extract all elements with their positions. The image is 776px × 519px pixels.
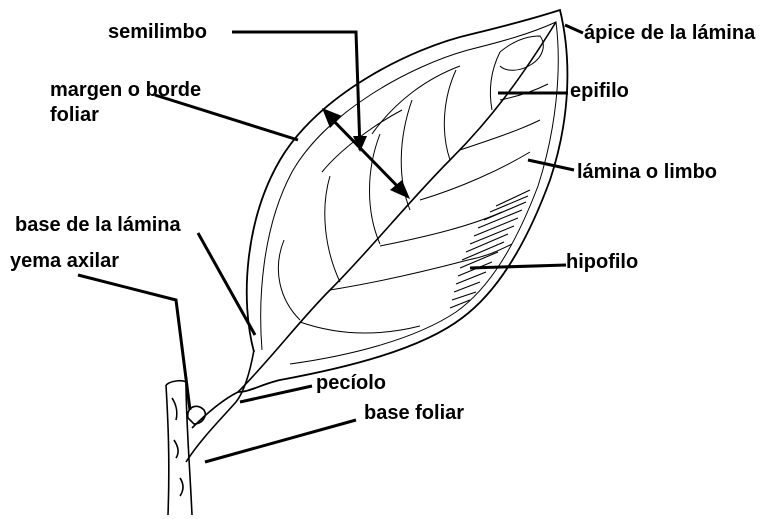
label-apice: ápice de la lámina <box>584 22 755 44</box>
label-margen-line2: foliar <box>50 104 99 126</box>
label-base-lamina: base de la lámina <box>15 214 181 236</box>
leaf-inner-outline <box>261 22 559 364</box>
label-epifilo: epifilo <box>570 80 629 102</box>
label-peciolo: pecíolo <box>316 372 386 394</box>
secondary-veins <box>278 36 548 333</box>
label-lamina: lámina o limbo <box>577 161 717 183</box>
label-hipofilo: hipofilo <box>566 251 638 273</box>
label-yema: yema axilar <box>10 250 119 272</box>
label-semilimbo: semilimbo <box>108 21 207 43</box>
label-margen-line1: margen o borde <box>50 79 201 101</box>
leaf-outline <box>238 10 567 392</box>
midrib <box>238 22 556 392</box>
label-base-foliar: base foliar <box>364 402 464 424</box>
semilimbo-arrows <box>325 112 407 196</box>
